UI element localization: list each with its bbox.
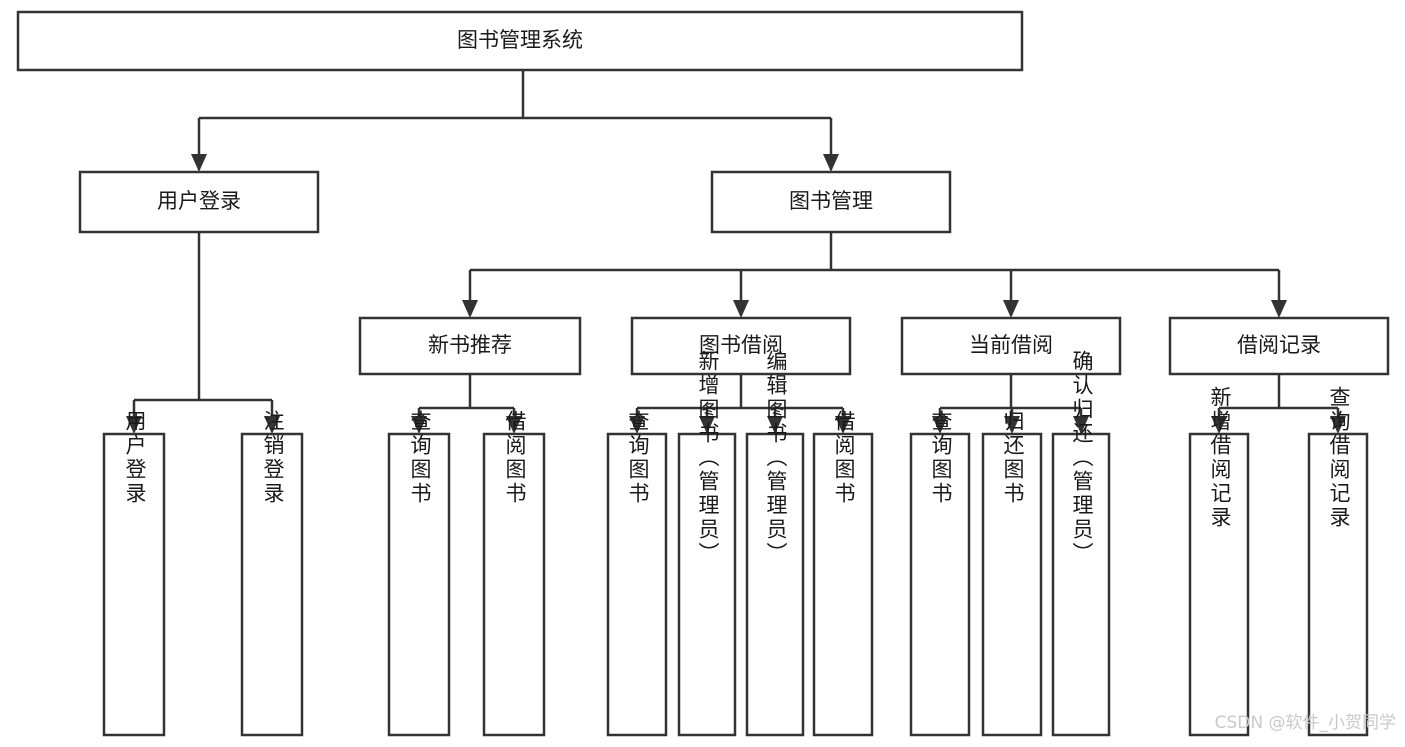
node-level3-box[interactable] xyxy=(630,316,852,376)
node-leaf-label: 用户登录 xyxy=(123,410,147,506)
node-leaf-label: 查询图书 xyxy=(929,410,953,506)
node-leaf-label: 确认归还（管理员） xyxy=(1070,350,1094,566)
node-leaf-12[interactable]: 查询借阅记录 xyxy=(1307,386,1369,737)
node-leaf-6[interactable]: 编辑图书（管理员） xyxy=(745,350,805,737)
node-leaf-box[interactable] xyxy=(745,432,805,737)
node-leaf-0[interactable]: 用户登录 xyxy=(102,410,166,737)
node-leaf-box[interactable] xyxy=(102,432,166,737)
level3-arrow-1-head xyxy=(733,300,749,318)
node-leaf-label: 注销登录 xyxy=(261,410,285,506)
connector-layer xyxy=(126,70,1346,434)
node-root-label: 图书管理系统 xyxy=(457,28,583,52)
node-leaf-box[interactable] xyxy=(482,432,546,737)
node-leaf-label: 新增借阅记录 xyxy=(1208,386,1232,530)
level3-arrow-2-head xyxy=(1003,300,1019,318)
node-leaf-box[interactable] xyxy=(981,432,1043,737)
node-leaf-3[interactable]: 借阅图书 xyxy=(482,410,546,737)
node-leaf-box[interactable] xyxy=(1188,432,1250,737)
node-level3-1[interactable]: 图书借阅 xyxy=(630,316,852,376)
node-leaf-2[interactable]: 查询图书 xyxy=(387,410,451,737)
node-leaf-10[interactable]: 确认归还（管理员） xyxy=(1051,350,1111,737)
node-leaf-5[interactable]: 新增图书（管理员） xyxy=(677,350,737,737)
node-leaf-9[interactable]: 归还图书 xyxy=(981,410,1043,737)
node-level3-2[interactable]: 当前借阅 xyxy=(900,316,1122,376)
node-leaf-1[interactable]: 注销登录 xyxy=(240,410,304,737)
node-level2-1[interactable]: 图书管理 xyxy=(710,170,952,234)
group-2-leaf-arrow-0-head xyxy=(932,416,948,434)
node-level3-3[interactable]: 借阅记录 xyxy=(1168,316,1390,376)
node-leaf-box[interactable] xyxy=(909,432,971,737)
group-1-leaf-arrow-0-head xyxy=(629,416,645,434)
node-leaf-label: 借阅图书 xyxy=(503,410,527,506)
node-leaf-label: 查询借阅记录 xyxy=(1327,386,1351,530)
node-leaf-label: 归还图书 xyxy=(1001,410,1025,506)
node-leaf-label: 借阅图书 xyxy=(832,410,856,506)
group-1-leaf-arrow-2-head xyxy=(767,416,783,434)
node-leaf-box[interactable] xyxy=(1307,432,1369,737)
level3-arrow-3-head xyxy=(1271,300,1287,318)
user-login-leaf-arrow-0-head xyxy=(126,416,142,434)
level3-arrow-0-head xyxy=(462,300,478,318)
node-level3-label: 新书推荐 xyxy=(428,333,512,357)
node-leaf-box[interactable] xyxy=(240,432,304,737)
group-0-leaf-arrow-1-head xyxy=(506,416,522,434)
node-root-box[interactable] xyxy=(16,10,1024,72)
node-leaf-label: 查询图书 xyxy=(408,410,432,506)
node-leaf-box[interactable] xyxy=(812,432,874,737)
node-level3-label: 借阅记录 xyxy=(1237,333,1321,357)
node-root[interactable]: 图书管理系统 xyxy=(16,10,1024,72)
node-level2-label: 图书管理 xyxy=(789,189,873,213)
node-leaf-box[interactable] xyxy=(387,432,451,737)
csdn-watermark: CSDN @软件_小贺同学 xyxy=(1215,713,1396,733)
group-1-leaf-arrow-3-head xyxy=(835,416,851,434)
node-level3-0[interactable]: 新书推荐 xyxy=(358,316,582,376)
node-level2-box[interactable] xyxy=(710,170,952,234)
node-leaf-label: 编辑图书（管理员） xyxy=(764,350,788,566)
node-leaf-4[interactable]: 查询图书 xyxy=(606,410,668,737)
user-login-leaf-arrow-1-head xyxy=(264,416,280,434)
group-2-leaf-arrow-1-head xyxy=(1004,416,1020,434)
node-level3-box[interactable] xyxy=(1168,316,1390,376)
node-level3-box[interactable] xyxy=(900,316,1122,376)
node-leaf-11[interactable]: 新增借阅记录 xyxy=(1188,386,1250,737)
group-2-leaf-arrow-2-head xyxy=(1073,416,1089,434)
node-level3-label: 当前借阅 xyxy=(969,333,1053,357)
level2-arrow-0-head xyxy=(191,154,207,172)
node-leaf-8[interactable]: 查询图书 xyxy=(909,410,971,737)
group-1-leaf-arrow-1-head xyxy=(699,416,715,434)
group-0-leaf-arrow-0-head xyxy=(411,416,427,434)
node-leaf-box[interactable] xyxy=(1051,432,1111,737)
node-leaf-label: 新增图书（管理员） xyxy=(696,350,720,566)
node-leaf-7[interactable]: 借阅图书 xyxy=(812,410,874,737)
node-leaf-label: 查询图书 xyxy=(626,410,650,506)
node-level2-0[interactable]: 用户登录 xyxy=(78,170,320,234)
group-3-leaf-arrow-1-head xyxy=(1330,416,1346,434)
node-level2-box[interactable] xyxy=(78,170,320,234)
node-layer: 图书管理系统用户登录图书管理新书推荐图书借阅当前借阅借阅记录用户登录注销登录查询… xyxy=(16,10,1390,737)
node-level3-label: 图书借阅 xyxy=(699,333,783,357)
level2-arrow-1-head xyxy=(823,154,839,172)
node-level3-box[interactable] xyxy=(358,316,582,376)
group-3-leaf-arrow-0-head xyxy=(1211,416,1227,434)
node-leaf-box[interactable] xyxy=(606,432,668,737)
node-level2-label: 用户登录 xyxy=(157,189,241,213)
node-leaf-box[interactable] xyxy=(677,432,737,737)
